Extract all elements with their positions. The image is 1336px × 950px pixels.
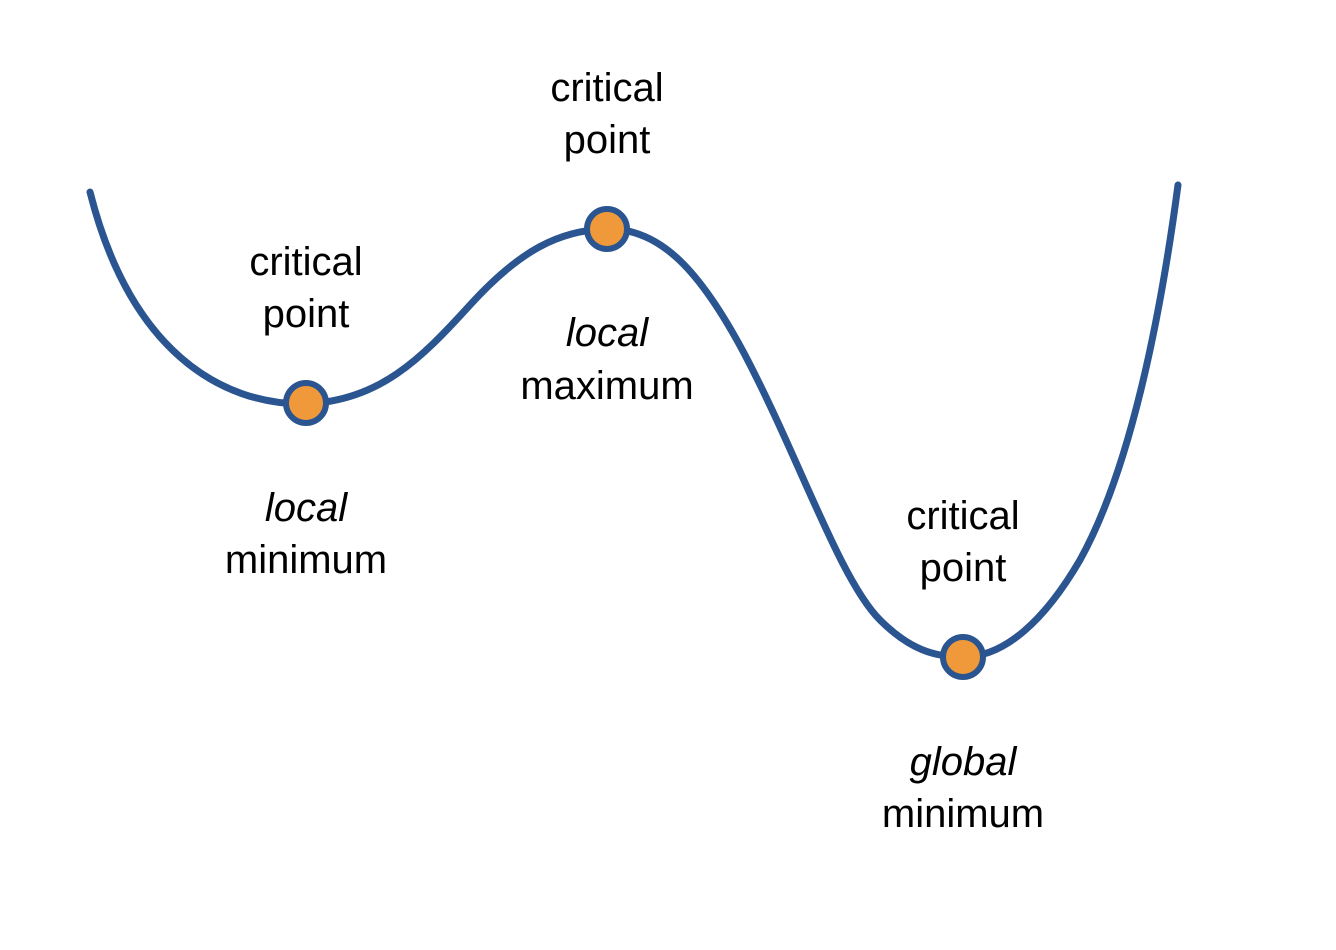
critical-point-local-maximum [584,206,630,252]
middle-top-label-line1: critical [550,66,663,110]
left-top-label-line2: point [263,292,350,336]
right-bottom-label-line1: global [910,740,1018,784]
right-top-label-line1: critical [906,494,1019,538]
left-bottom-label-line1: local [265,486,348,530]
left-top-label-line1: critical [249,240,362,284]
critical-point-global-minimum [940,634,986,680]
middle-bottom-label-line2: maximum [520,364,693,408]
left-bottom-label-line2: minimum [225,538,387,582]
middle-top-label-line2: point [564,118,651,162]
right-top-label-line2: point [920,546,1007,590]
middle-bottom-label-line1: local [566,311,649,355]
right-bottom-label-line2: minimum [882,792,1044,836]
critical-point-local-minimum [283,380,329,426]
